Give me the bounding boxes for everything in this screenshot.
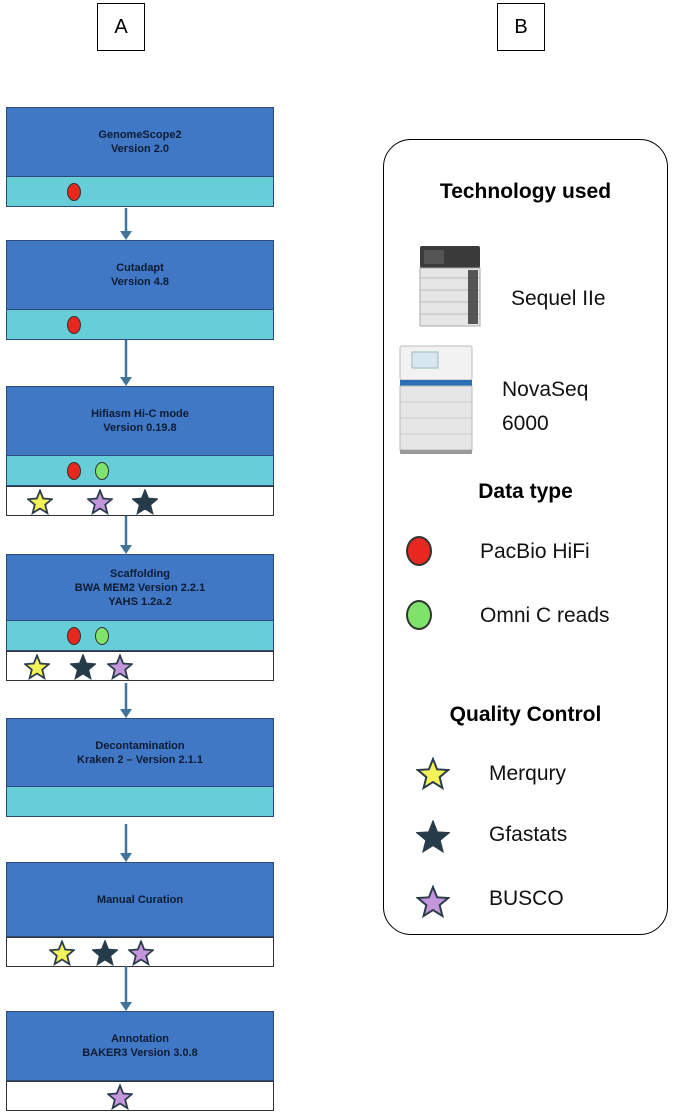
- gfastats-star-icon: [70, 654, 96, 680]
- omni-dot-icon: [95, 627, 109, 645]
- quality-control-band: [6, 937, 274, 967]
- qc-merqury-label: Merqury: [489, 762, 567, 785]
- step-detail: BAKER3 Version 3.0.8: [82, 1047, 198, 1059]
- pacbio-dot-icon: [67, 183, 81, 201]
- step-detail: BWA MEM2 Version 2.2.1: [74, 581, 206, 594]
- panel-label-a: A: [97, 3, 145, 51]
- pacbio-dot-icon: [406, 536, 432, 566]
- flow-arrow: [120, 516, 132, 554]
- data-type-band: [6, 177, 274, 207]
- pacbio-dot-icon: [67, 627, 81, 645]
- busco-star-icon: [416, 885, 450, 919]
- step-detail: Version 0.19.8: [103, 422, 177, 434]
- flow-arrow: [120, 824, 132, 862]
- omni-dot-icon: [95, 462, 109, 480]
- data-type-band: [6, 621, 274, 651]
- busco-star-icon: [87, 489, 113, 515]
- technology-sequel-label: Sequel IIe: [511, 287, 606, 310]
- flow-arrow: [120, 966, 132, 1011]
- step-title: Manual Curation: [96, 893, 184, 906]
- pacbio-dot-icon: [67, 316, 81, 334]
- data-type-band: [6, 787, 274, 817]
- gfastats-star-icon: [132, 489, 158, 515]
- legend-panel: Technology used Sequel IIe NovaSeq 6000 …: [383, 139, 668, 935]
- step-title: GenomeScope2: [98, 129, 182, 141]
- step-title: Hifiasm Hi-C mode: [91, 408, 189, 420]
- merqury-star-icon: [416, 757, 450, 791]
- step-detail: Version 2.0: [110, 143, 170, 155]
- step-detail: Kraken 2 – Version 2.1.1: [77, 753, 203, 766]
- data-type-pacbio-label: PacBio HiFi: [480, 540, 590, 563]
- busco-star-icon: [128, 940, 154, 966]
- gfastats-star-icon: [416, 820, 450, 854]
- data-type-band: [6, 310, 274, 340]
- merqury-star-icon: [24, 654, 50, 680]
- quality-control-heading: Quality Control: [449, 703, 602, 726]
- omni-dot-icon: [406, 600, 432, 630]
- technology-novaseq-label-line1: NovaSeq: [502, 378, 589, 401]
- quality-control-band: [6, 486, 274, 516]
- quality-control-band: [6, 1081, 274, 1111]
- panel-label-b: B: [497, 3, 545, 51]
- step-box: Manual Curation: [6, 862, 274, 937]
- gfastats-star-icon: [92, 940, 118, 966]
- data-type-heading: Data type: [478, 480, 573, 503]
- data-type-omni-label: Omni C reads: [480, 604, 610, 627]
- technology-heading: Technology used: [439, 180, 612, 203]
- qc-gfastats-label: Gfastats: [489, 823, 568, 846]
- busco-star-icon: [107, 1084, 133, 1110]
- technology-novaseq-label-line2: 6000: [502, 412, 549, 435]
- flow-arrow: [120, 683, 132, 718]
- merqury-star-icon: [27, 489, 53, 515]
- pacbio-dot-icon: [67, 462, 81, 480]
- workflow-step: Manual Curation: [6, 862, 274, 967]
- step-detail: Version 4.8: [110, 276, 170, 288]
- step-title: Decontamination: [95, 739, 185, 752]
- step-title: Annotation: [110, 1033, 170, 1045]
- merqury-star-icon: [49, 940, 75, 966]
- step-title: Scaffolding: [110, 567, 170, 580]
- qc-busco-label: BUSCO: [489, 887, 564, 910]
- flow-arrow: [120, 208, 132, 240]
- busco-star-icon: [107, 654, 133, 680]
- data-type-band: [6, 456, 274, 486]
- quality-control-band: [6, 651, 274, 681]
- step-title: Cutadapt: [116, 262, 164, 274]
- step-detail: YAHS 1.2a.2: [108, 595, 172, 608]
- novaseq-sequencer-icon: [399, 345, 473, 454]
- flow-arrow: [120, 340, 132, 386]
- sequel-sequencer-icon: [419, 246, 481, 327]
